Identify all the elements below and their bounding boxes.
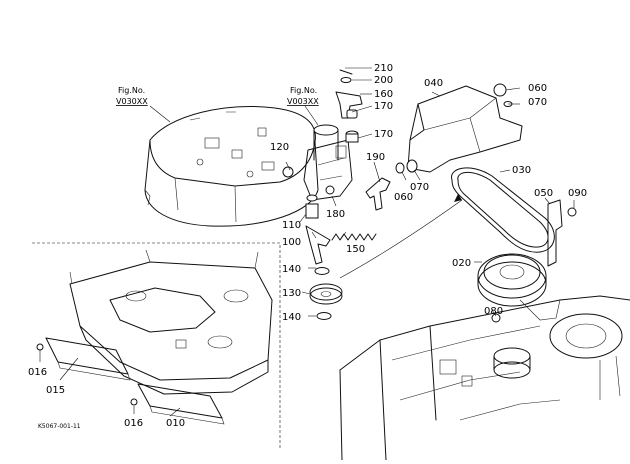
part-label-015: 015: [46, 385, 65, 396]
part-label-010: 010: [166, 418, 185, 429]
mower-deck-lower: [69, 249, 273, 395]
drive-belt: [451, 167, 555, 253]
deck-housing: [144, 106, 319, 227]
belt-guide-bracket: [547, 199, 577, 267]
part-label-140b: 140: [282, 312, 301, 323]
part-label-030: 030: [512, 165, 531, 176]
discharge-guard: [36, 337, 131, 381]
part-label-170a: 170: [374, 101, 393, 112]
guard-plate: [130, 383, 225, 425]
part-label-100: 100: [282, 237, 301, 248]
part-label-060a: 060: [394, 192, 413, 203]
part-label-050: 050: [534, 188, 553, 199]
drawing-code: K5067-001-11: [38, 423, 81, 430]
part-label-170b: 170: [374, 129, 393, 140]
part-label-130: 130: [282, 288, 301, 299]
part-label-016b: 016: [124, 418, 143, 429]
fig-ref-code: V003XX: [287, 97, 319, 106]
part-label-180: 180: [326, 209, 345, 220]
idler-pulley: [309, 267, 343, 320]
part-label-160: 160: [374, 89, 393, 100]
leader-lines: [39, 67, 575, 417]
part-label-070a: 070: [410, 182, 429, 193]
fig-ref-prefix: Fig.No.: [118, 86, 145, 95]
part-label-200: 200: [374, 75, 393, 86]
part-labels: 210 200 160 170 170 190 120 180 150 110 …: [28, 63, 587, 429]
belt-cover: [407, 83, 523, 173]
part-label-040: 040: [424, 78, 443, 89]
fig-ref-prefix: Fig.No.: [290, 86, 317, 95]
part-label-150: 150: [346, 244, 365, 255]
part-label-190: 190: [366, 152, 385, 163]
part-label-070b: 070: [528, 97, 547, 108]
part-label-140a: 140: [282, 264, 301, 275]
part-label-016a: 016: [28, 367, 47, 378]
part-label-080: 080: [484, 306, 503, 317]
drive-pulley: [477, 253, 547, 307]
tension-lever: [365, 177, 391, 211]
tension-spring: [331, 233, 377, 241]
fig-ref-v030xx: Fig.No. V030XX: [116, 86, 171, 123]
inset-frame: [32, 242, 281, 448]
part-label-210: 210: [374, 63, 393, 74]
part-label-120: 120: [270, 142, 289, 153]
part-label-020: 020: [452, 258, 471, 269]
fig-ref-v003xx: Fig.No. V003XX: [287, 86, 319, 126]
tractor-frame: [339, 295, 630, 461]
part-label-060b: 060: [528, 83, 547, 94]
part-label-090: 090: [568, 188, 587, 199]
part-label-110: 110: [282, 220, 301, 231]
cover-fasteners: [395, 159, 418, 174]
idler-arm: [305, 185, 335, 265]
pivot-arm: [335, 69, 363, 143]
fig-ref-code: V030XX: [116, 97, 148, 106]
